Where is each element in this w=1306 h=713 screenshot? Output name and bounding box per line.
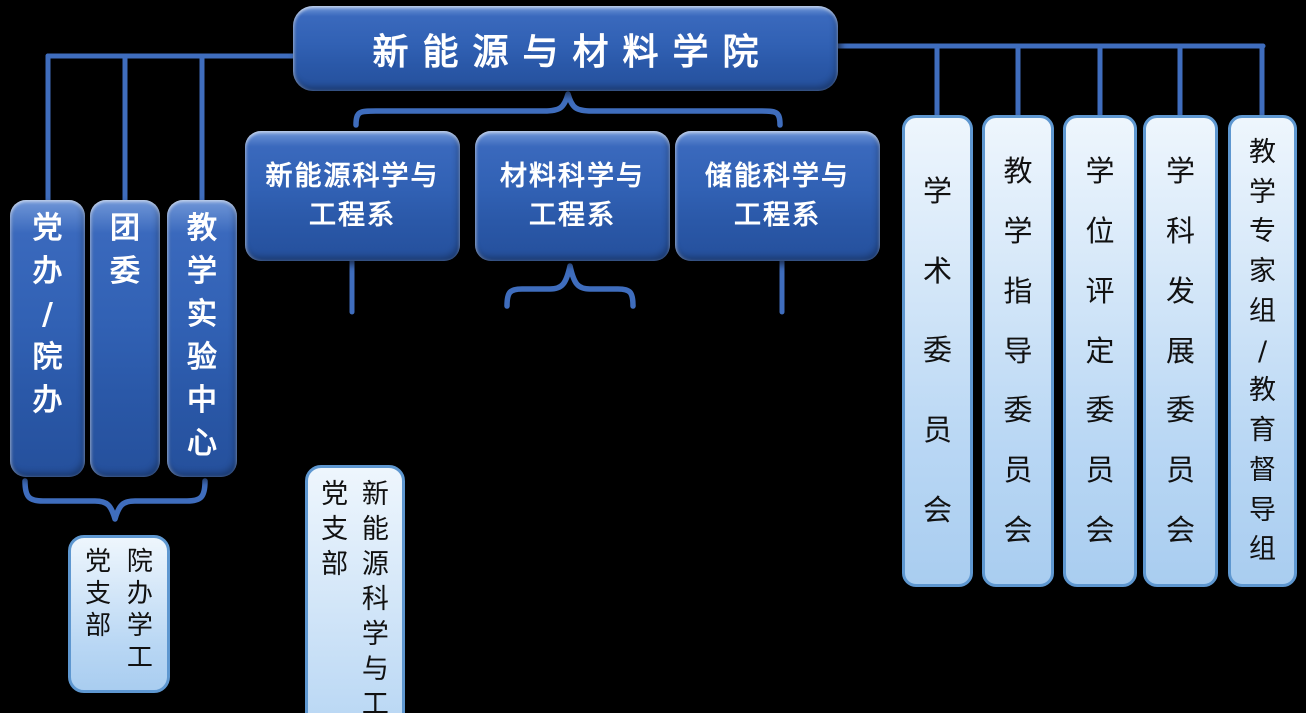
admin-box-teaching-lab-center: 教学实验中心 xyxy=(167,200,237,477)
dept-box-materials: 材料科学与 工程系 xyxy=(475,131,670,261)
dept-materials-line2: 工程系 xyxy=(529,200,616,231)
root-title: 新能源与材料学院 xyxy=(372,31,773,73)
dept-energy-storage-line1: 储能科学与 xyxy=(705,160,850,192)
brace-admin-child xyxy=(22,478,208,522)
admin-box-dangban-yuanban: 党办/院办 xyxy=(10,200,85,477)
committee-box-teaching-experts-supervision: 教学专家组/教育督导组 xyxy=(1228,115,1297,587)
dept-new-energy-line1: 新能源科学与 xyxy=(265,160,440,192)
party-branch-admin-box: 院办学工 党支部 xyxy=(68,535,170,693)
committee-box-academic: 学术委员会 xyxy=(902,115,973,587)
admin-box-tuanwei: 团委 xyxy=(90,200,160,477)
committee-box-discipline-development: 学科发展委员会 xyxy=(1143,115,1218,587)
dept-materials-line1: 材料科学与 xyxy=(500,160,645,192)
dept-energy-storage-line2: 工程系 xyxy=(734,200,821,231)
party-branch-admin-suffix: 党支部 xyxy=(85,547,112,641)
dept-box-new-energy: 新能源科学与 工程系 xyxy=(245,131,460,261)
committee-box-teaching-guidance: 教学指导委员会 xyxy=(982,115,1054,587)
party-branch-new-energy-suffix: 党支部 xyxy=(321,479,349,580)
root-title-box: 新能源与材料学院 xyxy=(293,6,838,91)
dept-box-energy-storage: 储能科学与 工程系 xyxy=(675,131,880,261)
brace-materials-children xyxy=(504,263,636,309)
dept-new-energy-line2: 工程系 xyxy=(309,200,396,231)
brace-departments xyxy=(353,91,783,128)
party-branch-admin-name: 院办学工 xyxy=(126,547,153,673)
committee-box-degree-evaluation: 学位评定委员会 xyxy=(1063,115,1137,587)
